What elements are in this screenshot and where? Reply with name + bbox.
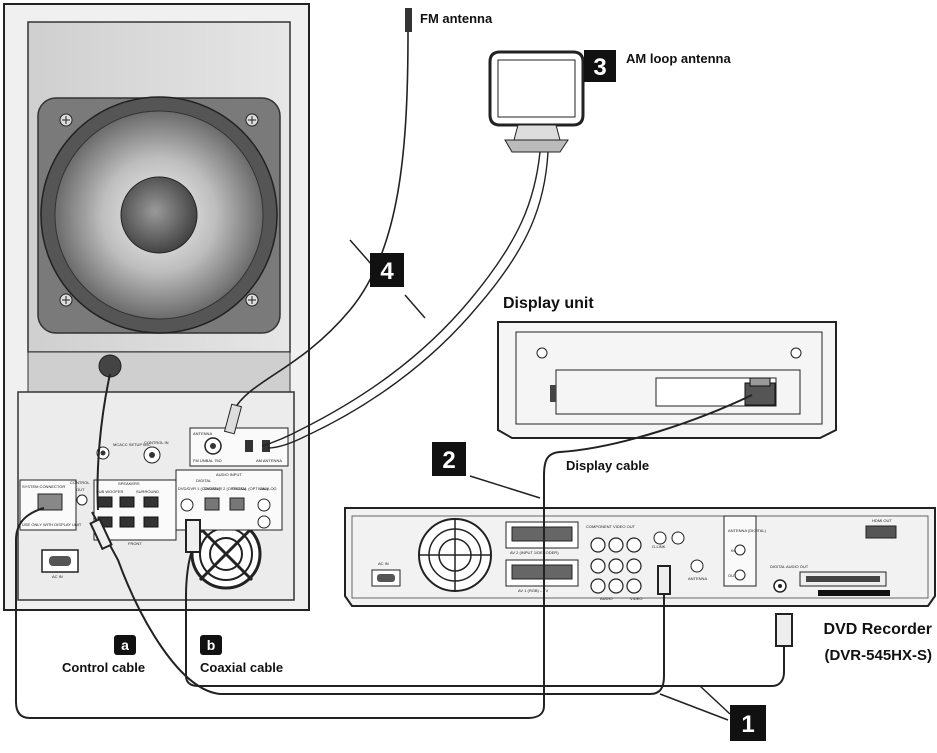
badge-a-text: a [121, 637, 129, 653]
fm-unbal-label: FM UNBAL 75Ω [193, 458, 222, 463]
system-connector-label: SYSTEM CONNECTOR [22, 484, 65, 489]
mcacc-label: MCACC SETUP MIC [113, 442, 151, 447]
badge-4: 4 [370, 253, 404, 287]
component-label: COMPONENT VIDEO OUT [586, 524, 636, 529]
bass-port [98, 354, 122, 378]
badge-3: 3 [584, 50, 616, 82]
am-antenna-wire [261, 151, 549, 449]
control-out-label: OUT [76, 487, 85, 492]
dvd-recorder: AC IN AV 2 (INPUT 1/DECODER) AV 1 (RGB) … [344, 507, 936, 607]
badge-2-text: 2 [442, 447, 455, 474]
antenna-in-label: IN [731, 548, 735, 553]
digital-label: DIGITAL [196, 478, 212, 483]
subwoofer-unit: AC IN MCACC SETUP MIC CONTROL IN SYSTEM … [3, 3, 310, 611]
woofer-dust-cap [120, 176, 198, 254]
internal-speaker-cable [96, 373, 111, 511]
badge-1-text: 1 [741, 711, 754, 738]
speakers-label: SPEAKERS [118, 481, 140, 486]
control-cable-label: Control cable [62, 660, 145, 675]
control-label: CONTROL [70, 480, 90, 485]
av1-label: AV 1 (RGB) – TV [518, 588, 549, 593]
am-antenna-terminal-label: AM ANTENNA [256, 458, 282, 463]
g-link-label: G-LINK [652, 544, 666, 549]
audio-input-label: AUDIO INPUT [216, 472, 242, 477]
dvd-dvr1-label: DVD/DVR 1 (COAXIAL) [178, 486, 221, 491]
dvd-cooling-fan [418, 518, 492, 592]
display-unit-label: Display unit [503, 295, 594, 312]
digital-optical-label: DIGITAL (OPTICAL) [232, 486, 269, 491]
badge-2: 2 [432, 442, 466, 476]
dvd-recorder-label: DVD Recorder [824, 621, 932, 638]
dvd-audio-label: AUDIO [600, 596, 613, 601]
analog-label: ANALOG [260, 486, 277, 491]
am-loop-antenna [488, 50, 585, 153]
coaxial-cable-label: Coaxial cable [200, 660, 283, 675]
dvd-ac-in-label: AC IN [378, 561, 389, 566]
dvd-antenna-label: ANTENNA [688, 576, 707, 581]
hdmi-out-label: HDMI OUT [872, 518, 892, 523]
antenna-out-label: OUT [728, 573, 737, 578]
digital-audio-out-label: DIGITAL AUDIO OUT [770, 564, 809, 569]
fm-antenna-label: FM antenna [420, 11, 493, 26]
control-in-label: CONTROL IN [144, 440, 169, 445]
sub-woofer-label: SUB WOOFER [96, 489, 123, 494]
badge-4-text: 4 [380, 258, 394, 285]
fm-antenna [223, 8, 412, 435]
av2-label: AV 2 (INPUT 1/DECODER) [510, 550, 559, 555]
display-cable-label: Display cable [566, 458, 649, 473]
antenna-digital-label: ANTENNA (DIGITAL) [728, 528, 767, 533]
display-unit [497, 321, 837, 439]
surround-label: SURROUND [136, 489, 159, 494]
badge-b: b [200, 635, 222, 655]
badge-b-text: b [207, 637, 216, 653]
antenna-terminal-label: ANTENNA [193, 431, 212, 436]
sub-ac-in-label: AC IN [52, 574, 63, 579]
display-cable [15, 394, 753, 719]
badge-3-text: 3 [593, 54, 606, 81]
dvd-model-label: (DVR-545HX-S) [824, 647, 932, 664]
am-loop-antenna-label: AM loop antenna [626, 51, 731, 66]
badge-1: 1 [730, 705, 766, 741]
dvd-video-label: VIDEO [630, 596, 642, 601]
dvd-dvr2-label: DVD/DVR 2 (OPTICAL) [204, 486, 247, 491]
coaxial-cable [185, 519, 793, 687]
cooling-fan [190, 518, 262, 590]
badge-a: a [114, 635, 136, 655]
use-only-label: USE ONLY WITH DISPLAY UNIT [22, 522, 82, 527]
front-label: FRONT [128, 541, 142, 546]
